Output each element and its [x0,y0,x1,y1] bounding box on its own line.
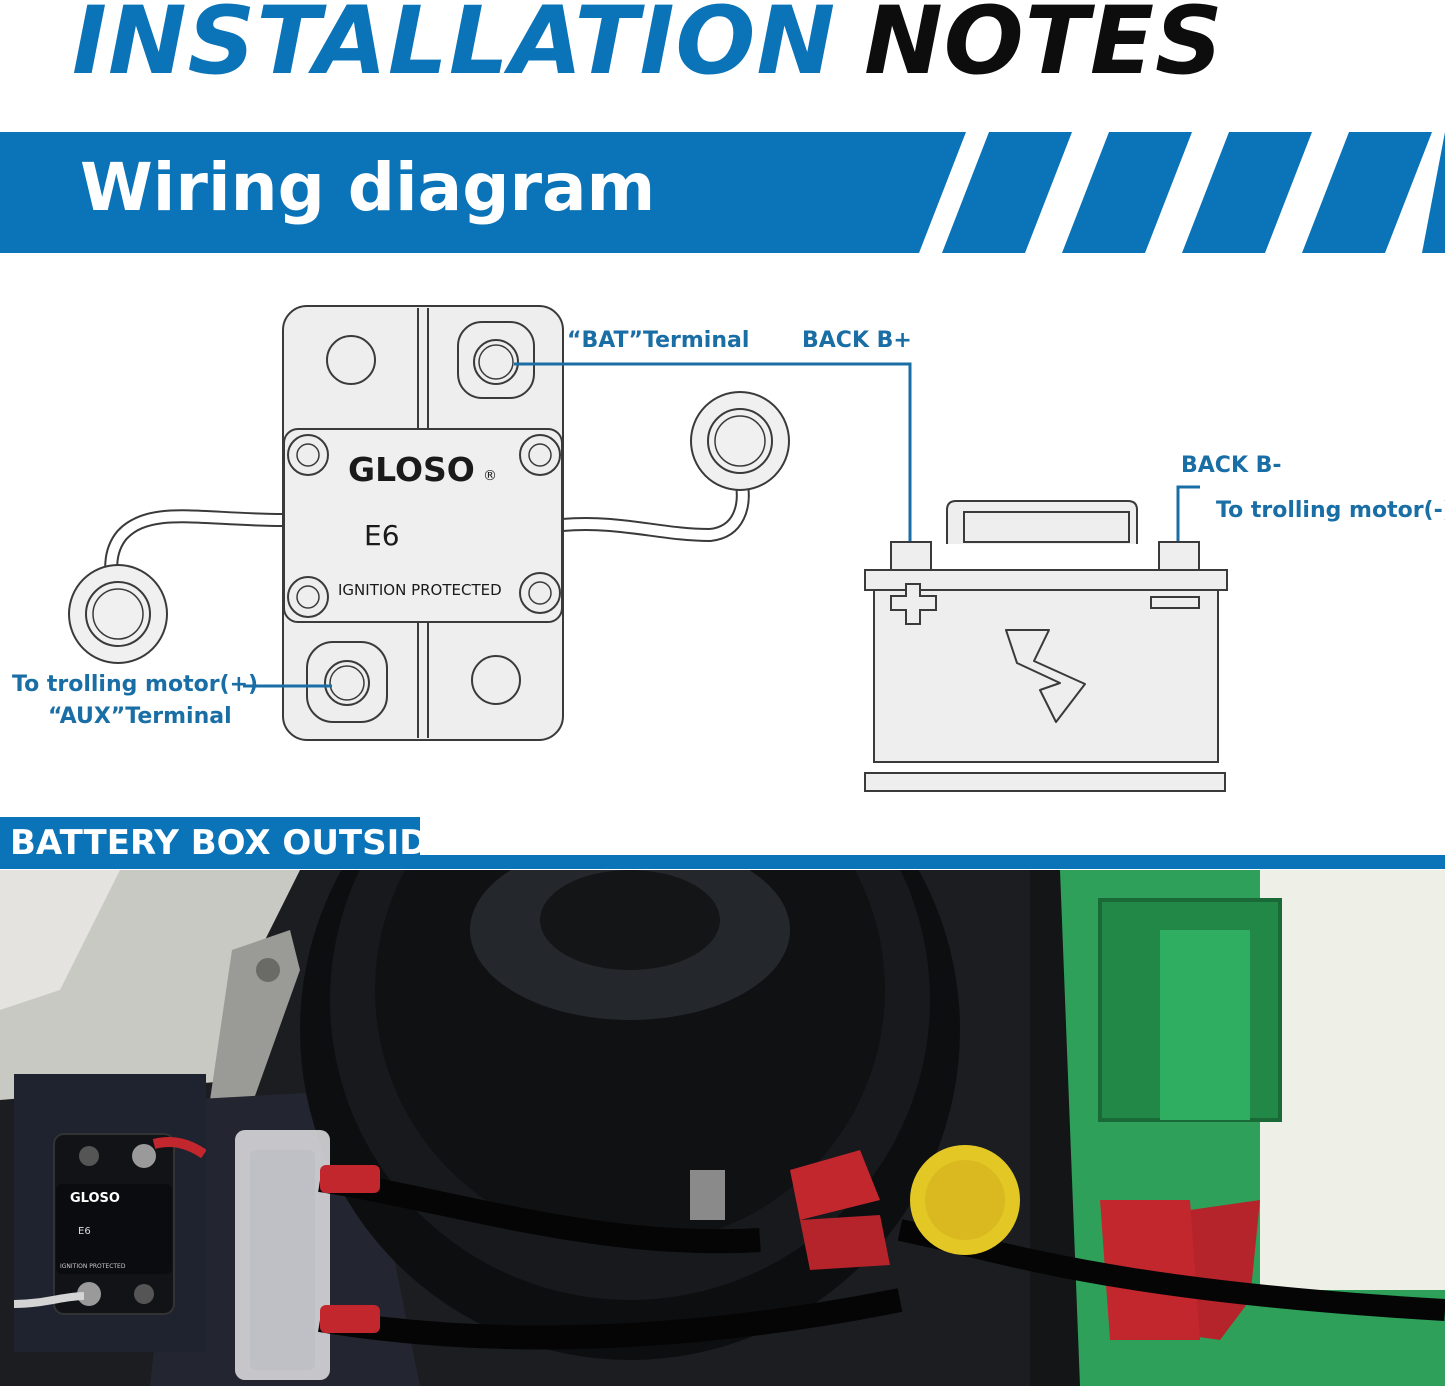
title-part-notes: NOTES [864,0,1224,96]
title-part-installation: INSTALLATION [72,0,837,96]
bat-terminal-label: “BAT”Terminal [567,328,750,353]
plate-screw-br [519,572,561,614]
battery-base [864,772,1226,792]
section-tab [0,817,420,869]
breaker-model: E6 [364,519,400,552]
banner-bar [0,132,966,253]
circuit-breaker: GLOSO ® E6 IGNITION PROTECTED [282,305,564,741]
breaker-rating: IGNITION PROTECTED [338,581,502,599]
battery-box-photo: GLOSO E6 IGNITION PROTECTED [0,870,1445,1386]
aux-ring-terminal [68,564,168,664]
bat-wire-line [514,362,912,545]
battery-plus-sign [890,583,937,625]
banner-stripe-1 [942,132,1072,253]
plate-screw-bl [287,576,329,618]
back-b-minus-label: BACK B- [1181,453,1282,478]
breaker-label-plate [283,428,563,623]
banner-stripe-4 [1302,132,1432,253]
aux-terminal-label: “AUX”Terminal [48,704,232,729]
inset-breaker-photo: GLOSO E6 IGNITION PROTECTED [14,1074,206,1352]
bat-terminal-stud [457,321,535,399]
trolling-motor-minus-label: To trolling motor(-) [1216,498,1445,523]
inset-brand: GLOSO [70,1191,120,1206]
inset-rating: IGNITION PROTECTED [60,1263,126,1270]
trolling-motor-plus-label: To trolling motor(+) [12,672,259,697]
wiring-diagram-banner [0,132,1445,253]
battery-minus-sign [1150,596,1200,609]
back-b-minus-line [1176,485,1200,545]
banner-stripe-5 [1422,132,1445,253]
battery-post-negative [1158,541,1200,573]
breaker-brand: GLOSO [348,450,475,489]
bat-ring-terminal [690,391,790,491]
aux-terminal-stud [306,641,388,723]
plate-screw-tr [519,434,561,476]
wiring-diagram: GLOSO ® E6 IGNITION PROTECTED “BAT”Termi… [0,260,1445,820]
inset-model: E6 [78,1226,91,1237]
battery [864,500,1228,792]
lightning-icon [1005,629,1086,723]
banner-stripe-3 [1182,132,1312,253]
section-title: BATTERY BOX OUTSIDE [10,823,451,863]
banner-title: Wiring diagram [80,149,656,226]
breaker-registered-mark: ® [483,468,497,484]
battery-post-positive [890,541,932,573]
banner-stripe-2 [1062,132,1192,253]
plate-screw-tl [287,434,329,476]
back-b-plus-label: BACK B+ [802,328,912,353]
